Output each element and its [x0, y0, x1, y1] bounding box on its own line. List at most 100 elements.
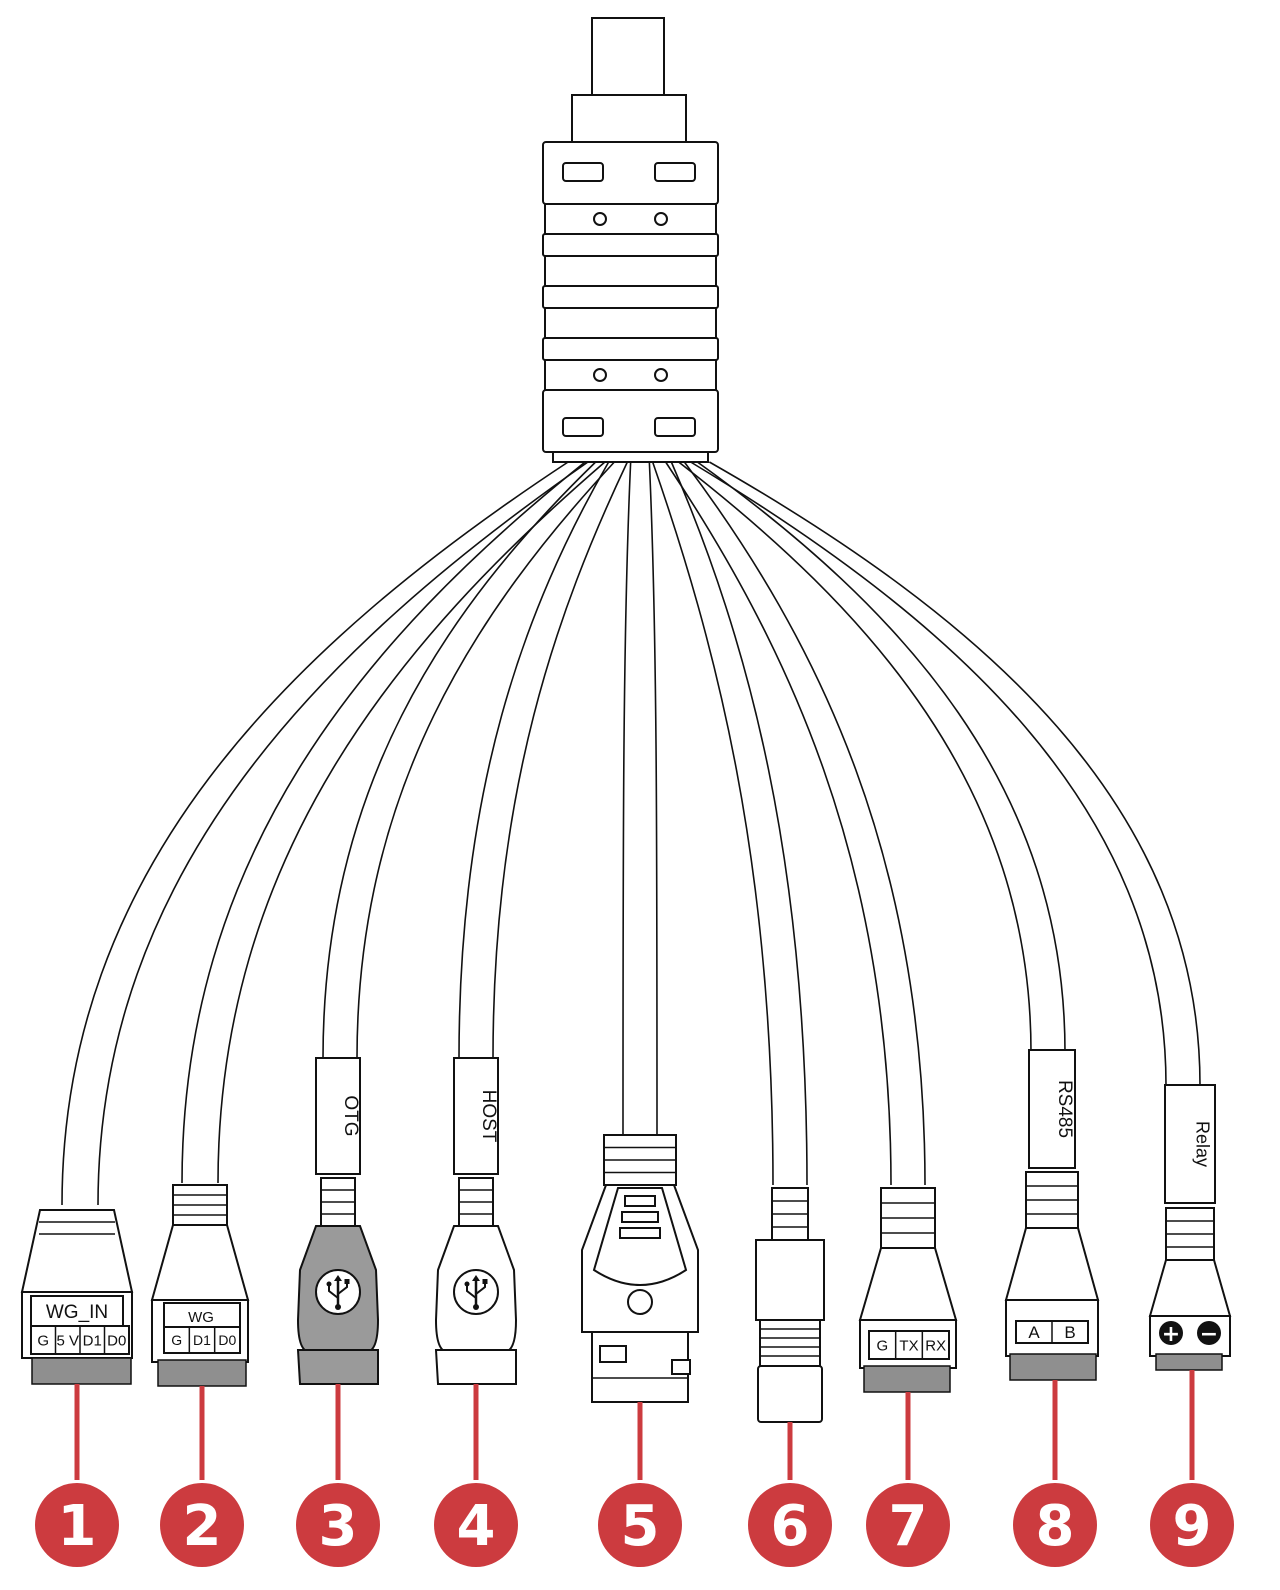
cable-edge: [492, 461, 629, 1059]
cable-edge: [648, 461, 658, 1136]
cable-4: [458, 461, 629, 1059]
cable-8: [678, 461, 1066, 1053]
usb-plug: [296, 1349, 379, 1385]
callout-number: 7: [889, 1494, 928, 1559]
callout-2: 2: [160, 1386, 244, 1567]
sleeve-label: RS485: [1054, 1080, 1075, 1138]
title-box: [163, 1302, 241, 1328]
callout-5: 5: [598, 1402, 682, 1567]
connector-7-serial: G TX RX: [858, 1187, 958, 1393]
callout-4: 4: [434, 1384, 518, 1567]
jack-body: [755, 1239, 825, 1321]
cable-edge: [683, 461, 926, 1186]
cable-edge: [678, 461, 1032, 1053]
callout-7: 7: [866, 1392, 950, 1567]
callout-number: 8: [1036, 1494, 1075, 1559]
pin-label: RX: [925, 1337, 946, 1354]
cable-5: [622, 461, 658, 1136]
callout-number: 9: [1173, 1494, 1212, 1559]
pin-label: D0: [218, 1332, 236, 1348]
cable-edge: [690, 461, 1167, 1086]
sleeve: [1028, 1049, 1076, 1169]
cables: [61, 461, 1201, 1206]
pin-strip: [1155, 1353, 1223, 1371]
pin-row: [868, 1330, 950, 1360]
cable-6: [651, 461, 808, 1186]
latch-slot: [624, 1195, 656, 1207]
terminal-body-top: [1148, 1259, 1232, 1317]
cable-7: [664, 461, 926, 1186]
usb-icon: [315, 1269, 361, 1315]
pin-label: G: [171, 1332, 182, 1348]
cable-1: [61, 461, 589, 1206]
callout-badge: [598, 1483, 682, 1567]
callout-9: 9: [1150, 1370, 1234, 1567]
cable-edge: [217, 461, 606, 1184]
relay-pin-label: +: [1162, 1322, 1180, 1347]
plus-icon: [1159, 1321, 1183, 1345]
callout-badge: [160, 1483, 244, 1567]
cable-9: [690, 461, 1201, 1086]
cable-edge: [651, 461, 774, 1186]
callout-number: 5: [621, 1494, 660, 1559]
connector-5-rj45: [581, 1134, 699, 1403]
cable-edge: [670, 461, 808, 1186]
cable-edge: [322, 461, 597, 1059]
pin-label: G: [876, 1337, 888, 1354]
jack-tip: [757, 1365, 823, 1423]
main-connector: [542, 17, 719, 463]
latch-slot: [621, 1211, 659, 1223]
sleeve-label: OTG: [340, 1095, 361, 1136]
relay-pin-label: −: [1200, 1322, 1218, 1347]
usb-plug: [434, 1349, 517, 1385]
cable-edge: [622, 461, 632, 1136]
connector-3-usb-otg: OTG: [296, 1057, 380, 1385]
cable-edge: [708, 461, 1201, 1086]
cable-edge: [181, 461, 586, 1184]
callout-badge: [1150, 1483, 1234, 1567]
jack-collar: [759, 1319, 821, 1367]
callout-number: 4: [457, 1494, 496, 1559]
terminal-title: WG: [188, 1309, 214, 1326]
callout-badge: [866, 1483, 950, 1567]
cable-edge: [696, 461, 1066, 1053]
pin-strip: [31, 1357, 132, 1385]
connector-4-usb-host: HOST: [434, 1057, 518, 1385]
callout-number: 3: [319, 1494, 358, 1559]
terminal-title: WG_IN: [46, 1302, 108, 1323]
pin-label: D1: [83, 1332, 102, 1349]
callout-number: 1: [58, 1494, 97, 1559]
callout-badge: [1013, 1483, 1097, 1567]
sleeve-label: HOST: [478, 1090, 499, 1143]
sleeve: [1164, 1084, 1216, 1204]
usb-icon: [453, 1269, 499, 1315]
pin-strip: [1009, 1353, 1097, 1381]
pin-label: TX: [899, 1337, 918, 1354]
callout-8: 8: [1013, 1380, 1097, 1567]
rj45-hole: [627, 1289, 653, 1315]
callout-badge: [748, 1483, 832, 1567]
terminal-body-top: [150, 1224, 250, 1301]
sleeve: [315, 1057, 361, 1175]
terminal-body-top: [1004, 1227, 1100, 1301]
pin-label: A: [1028, 1323, 1040, 1342]
callout-1: 1: [35, 1384, 119, 1567]
cable-edge: [356, 461, 615, 1059]
pin-strip: [863, 1365, 951, 1393]
callout-number: 2: [183, 1494, 222, 1559]
cable-edge: [61, 461, 569, 1206]
latch-slot: [619, 1227, 661, 1239]
cable-edge: [458, 461, 610, 1059]
pin-label: D0: [107, 1332, 126, 1349]
connector-6-dc-jack: [755, 1187, 825, 1423]
cable-2: [181, 461, 606, 1184]
cable-edge: [664, 461, 892, 1186]
pin-strip: [157, 1359, 247, 1387]
